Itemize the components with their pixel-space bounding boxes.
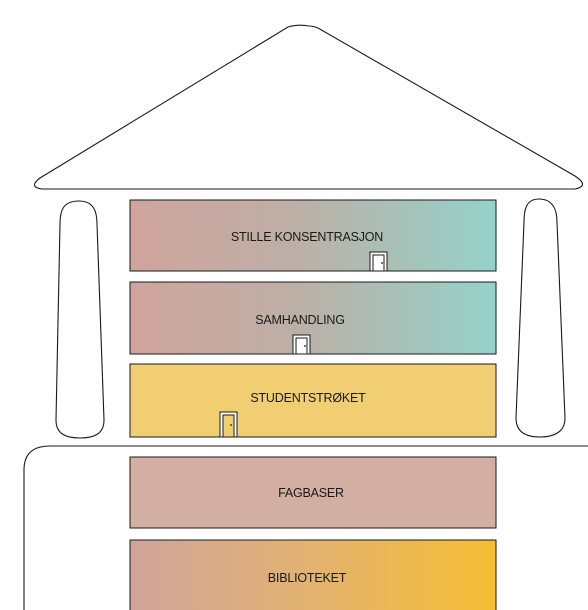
floor-student-bar (129, 363, 497, 438)
floor-samhandling-bar (129, 281, 497, 355)
floor-studentstroket: STUDENTSTRØKET (129, 363, 497, 438)
base-block (23, 445, 588, 610)
floor-student-label: STUDENTSTRØKET (250, 391, 366, 405)
roof (33, 24, 584, 190)
floor-bibliotek-label: BIBLIOTEKET (268, 571, 347, 585)
floor-fagbaser-bar (129, 456, 497, 529)
floor-bibliotek-bar (129, 539, 497, 610)
floor-samhandling: SAMHANDLING (129, 281, 497, 355)
floor-fagbaser-label: FAGBASER (278, 486, 344, 500)
floor-samhandling-label: SAMHANDLING (255, 313, 344, 327)
door-icon (219, 411, 238, 438)
left-column (55, 200, 105, 439)
door-icon (292, 334, 311, 355)
right-column (515, 198, 566, 438)
floor-fagbaser: FAGBASER (129, 456, 497, 529)
floor-biblioteket: BIBLIOTEKET (129, 539, 497, 610)
floor-stille-bar (129, 199, 497, 272)
door-icon (369, 251, 388, 272)
floor-stille-konsentrasjon: STILLE KONSENTRASJON (129, 199, 497, 272)
floor-stille-label: STILLE KONSENTRASJON (231, 230, 383, 244)
